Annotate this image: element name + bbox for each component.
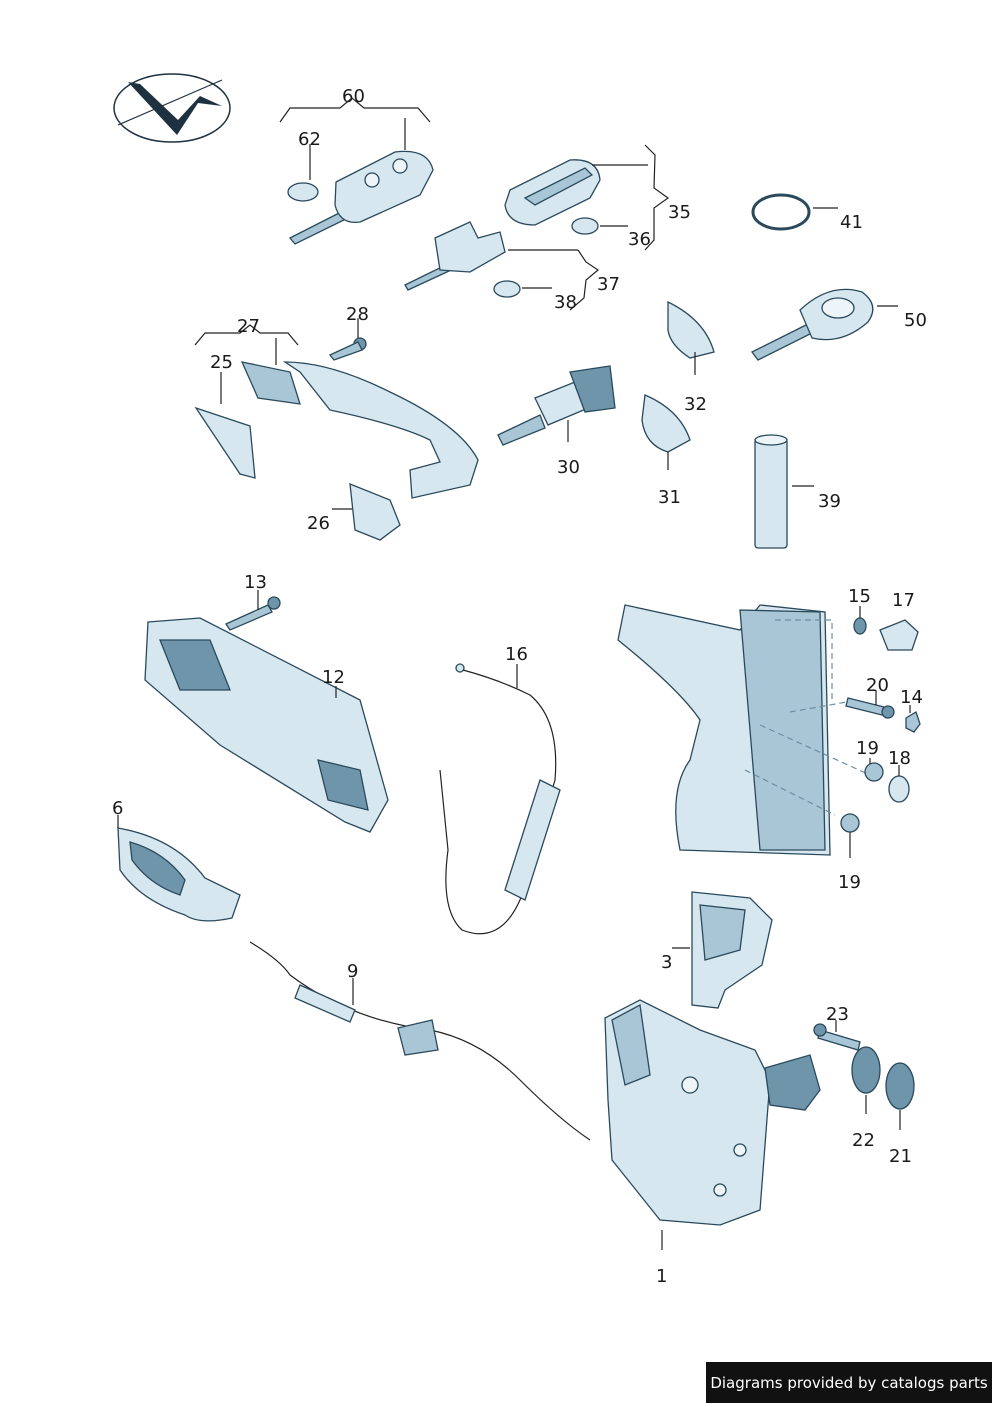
label-18: 18 xyxy=(888,748,911,769)
attribution-footer: Diagrams provided by catalogs parts xyxy=(706,1362,992,1403)
label-14: 14 xyxy=(900,687,923,708)
label-3: 3 xyxy=(661,952,672,973)
part-door-lock[interactable] xyxy=(604,999,821,1250)
part-remote-housing[interactable] xyxy=(404,144,670,311)
part-door-handle[interactable] xyxy=(194,318,479,541)
part-lock-bracket[interactable] xyxy=(672,891,773,1009)
label-38: 38 xyxy=(554,292,577,313)
label-31: 31 xyxy=(658,487,681,508)
label-36: 36 xyxy=(628,229,651,250)
label-6: 6 xyxy=(112,798,123,819)
label-15: 15 xyxy=(848,586,871,607)
part-key-blank[interactable] xyxy=(751,288,898,361)
label-27: 27 xyxy=(237,316,260,337)
part-door-cable[interactable] xyxy=(249,941,591,1141)
label-39: 39 xyxy=(818,491,841,512)
part-handle-bracket[interactable] xyxy=(144,590,389,833)
label-9: 9 xyxy=(347,961,358,982)
label-21: 21 xyxy=(889,1146,912,1167)
label-32: 32 xyxy=(684,394,707,415)
label-1: 1 xyxy=(656,1266,667,1287)
label-16: 16 xyxy=(505,644,528,665)
part-fasteners-right[interactable] xyxy=(840,606,921,858)
label-23: 23 xyxy=(826,1004,849,1025)
label-28: 28 xyxy=(346,304,369,325)
part-spray-can[interactable] xyxy=(754,434,814,549)
part-lock-screws-plates[interactable] xyxy=(813,1020,915,1130)
label-19a: 19 xyxy=(856,738,879,759)
label-12: 12 xyxy=(322,667,345,688)
attribution-text: Diagrams provided by catalogs parts xyxy=(710,1373,988,1392)
part-release-cable[interactable] xyxy=(439,663,561,935)
catalog-checkmark-logo-icon xyxy=(113,73,231,143)
label-26: 26 xyxy=(307,513,330,534)
part-door-pillar[interactable] xyxy=(617,604,871,856)
label-22: 22 xyxy=(852,1130,875,1151)
part-lock-cylinder[interactable] xyxy=(497,365,616,446)
label-30: 30 xyxy=(557,457,580,478)
part-o-ring[interactable] xyxy=(751,193,838,231)
part-inner-handle[interactable] xyxy=(117,815,241,922)
label-41: 41 xyxy=(840,212,863,233)
label-35: 35 xyxy=(668,202,691,223)
label-19b: 19 xyxy=(838,872,861,893)
label-25: 25 xyxy=(210,352,233,373)
label-62: 62 xyxy=(298,129,321,150)
label-50: 50 xyxy=(904,310,927,331)
label-60: 60 xyxy=(342,86,365,107)
label-37: 37 xyxy=(597,274,620,295)
part-end-cap[interactable] xyxy=(641,300,715,470)
part-flip-key[interactable] xyxy=(279,97,434,245)
label-17: 17 xyxy=(892,590,915,611)
label-13: 13 xyxy=(244,572,267,593)
label-20: 20 xyxy=(866,675,889,696)
